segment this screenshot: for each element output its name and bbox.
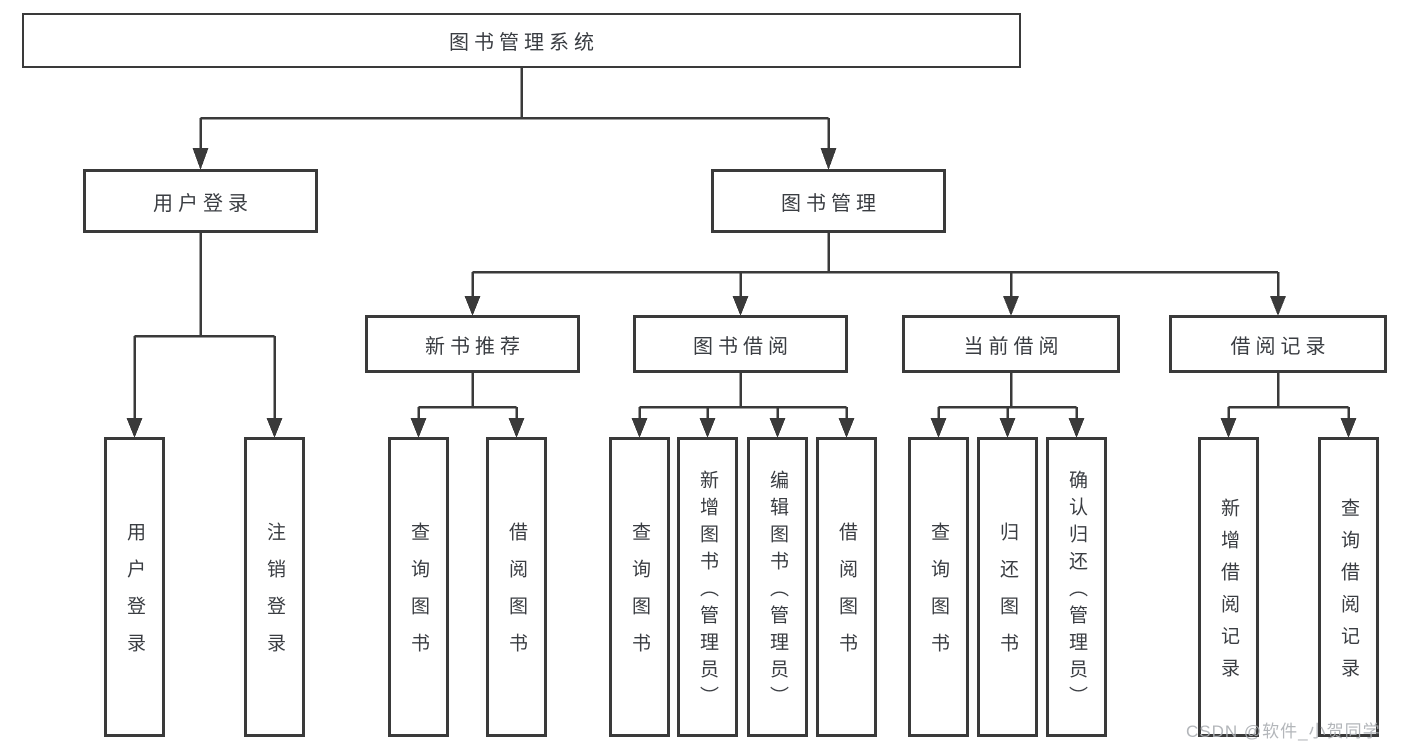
arrowheads (126, 148, 1357, 438)
arrow-down-icon (838, 418, 855, 438)
connector-lines (133, 68, 1350, 419)
arrow-down-icon (930, 418, 947, 438)
leaf-return-books: 归还图书 (977, 437, 1038, 737)
arrow-down-icon (126, 418, 143, 438)
leaf-add-book-admin: 新增图书（管理员） (677, 437, 738, 737)
node-book-borrow: 图书借阅 (633, 315, 848, 373)
leaf-search-books-recommend: 查询图书 (388, 437, 449, 737)
node-borrow-records: 借阅记录 (1169, 315, 1387, 373)
arrow-down-icon (192, 148, 209, 170)
node-library-system: 图书管理系统 (22, 13, 1021, 68)
leaf-search-books-current: 查询图书 (908, 437, 969, 737)
node-label: 当前借阅 (963, 335, 1064, 358)
connector-borrow-records-to-leaves (1227, 373, 1350, 419)
node-new-book-recommend: 新书推荐 (365, 315, 580, 373)
connector-book-borrow-to-leaves (638, 373, 848, 419)
arrow-down-icon (699, 418, 716, 438)
csdn-watermark: CSDN @软件_小贺同学 (1186, 722, 1381, 741)
node-label: 用户登录 (153, 192, 253, 215)
connector-book-management-to-level2 (471, 233, 1280, 297)
arrow-down-icon (732, 296, 749, 316)
arrow-down-icon (266, 418, 283, 438)
node-label: 图书管理 (781, 192, 881, 215)
arrow-down-icon (999, 418, 1016, 438)
leaf-borrow-books: 借阅图书 (816, 437, 877, 737)
arrow-down-icon (1068, 418, 1085, 438)
arrow-down-icon (1003, 296, 1019, 316)
connector-new-book-recommend-to-leaves (417, 373, 518, 419)
connector-current-borrow-to-leaves (937, 373, 1078, 419)
arrow-down-icon (1220, 418, 1237, 438)
node-current-borrow: 当前借阅 (902, 315, 1120, 373)
leaf-confirm-return-admin: 确认归还（管理员） (1046, 437, 1107, 737)
leaf-borrow-books-recommend: 借阅图书 (486, 437, 547, 737)
leaf-search-borrow-record: 查询借阅记录 (1318, 437, 1379, 737)
leaf-search-books-borrow: 查询图书 (609, 437, 670, 737)
arrow-down-icon (1270, 296, 1286, 316)
arrow-down-icon (769, 418, 786, 438)
node-book-management: 图书管理 (711, 169, 946, 233)
arrow-down-icon (1340, 418, 1357, 438)
node-label: 借阅记录 (1230, 335, 1331, 358)
connector-root-to-level1 (199, 68, 830, 150)
node-label: 图书借阅 (693, 335, 793, 358)
node-label: 图书管理系统 (449, 32, 599, 54)
arrow-down-icon (464, 296, 481, 316)
arrow-down-icon (631, 418, 648, 438)
arrow-down-icon (820, 148, 837, 170)
leaf-user-login: 用户登录 (104, 437, 165, 737)
arrow-down-icon (410, 418, 427, 438)
node-label: 新书推荐 (425, 335, 525, 358)
node-user-login: 用户登录 (83, 169, 318, 233)
leaf-add-borrow-record: 新增借阅记录 (1198, 437, 1259, 737)
leaf-edit-book-admin: 编辑图书（管理员） (747, 437, 808, 737)
leaf-logout: 注销登录 (244, 437, 305, 737)
connector-user-login-to-leaves (133, 233, 276, 419)
arrow-down-icon (508, 418, 525, 438)
